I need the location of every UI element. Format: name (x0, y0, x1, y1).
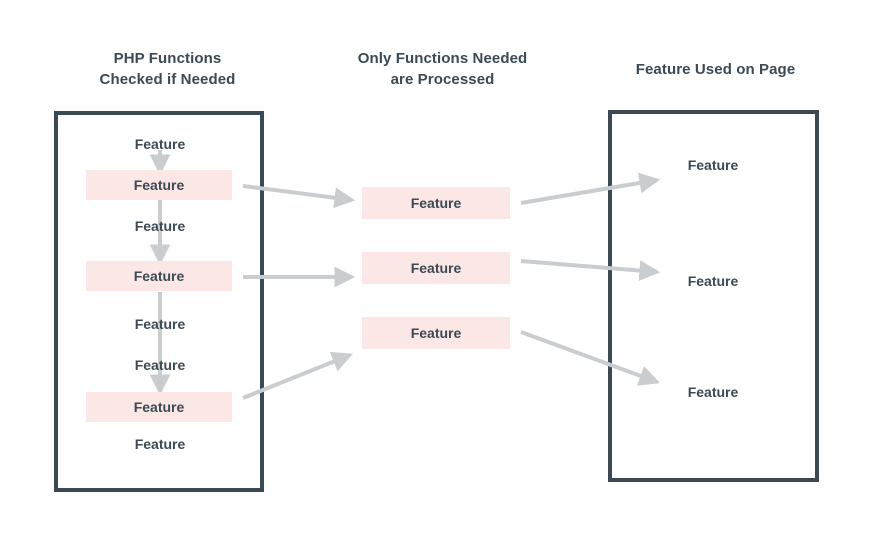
feature-label: Feature (134, 316, 186, 332)
list-item-highlighted: Feature (86, 261, 232, 291)
feature-label: Feature (133, 268, 185, 284)
feature-label: Feature (687, 273, 739, 289)
list-item: Feature (60, 435, 260, 453)
feature-label: Feature (134, 357, 186, 373)
column-title-line1: Feature Used on Page (635, 61, 796, 78)
list-item-highlighted: Feature (362, 252, 510, 284)
list-item: Feature (613, 272, 813, 290)
feature-label: Feature (133, 177, 185, 193)
feature-label: Feature (410, 260, 462, 276)
column-title-line2: Checked if Needed (99, 71, 236, 88)
feature-label: Feature (687, 384, 739, 400)
list-item: Feature (60, 315, 260, 333)
feature-label: Feature (134, 136, 186, 152)
column-title-php-functions: PHP Functions Checked if Needed (55, 48, 280, 90)
list-item: Feature (60, 217, 260, 235)
column-title-line1: Only Functions Needed (357, 50, 528, 67)
column-title-line2: are Processed (390, 71, 495, 88)
panel-feature-used-on-page (608, 110, 819, 482)
list-item: Feature (60, 356, 260, 374)
feature-label: Feature (687, 157, 739, 173)
list-item-highlighted: Feature (362, 187, 510, 219)
feature-label: Feature (410, 195, 462, 211)
feature-label: Feature (133, 399, 185, 415)
feature-label: Feature (410, 325, 462, 341)
list-item-highlighted: Feature (362, 317, 510, 349)
list-item-highlighted: Feature (86, 392, 232, 422)
column-title-line1: PHP Functions (113, 50, 222, 67)
list-item: Feature (613, 383, 813, 401)
feature-label: Feature (134, 218, 186, 234)
list-item-highlighted: Feature (86, 170, 232, 200)
list-item: Feature (613, 156, 813, 174)
column-title-feature-used-on-page: Feature Used on Page (603, 59, 828, 80)
list-item: Feature (60, 135, 260, 153)
column-title-processed-functions: Only Functions Needed are Processed (330, 48, 555, 90)
feature-label: Feature (134, 436, 186, 452)
